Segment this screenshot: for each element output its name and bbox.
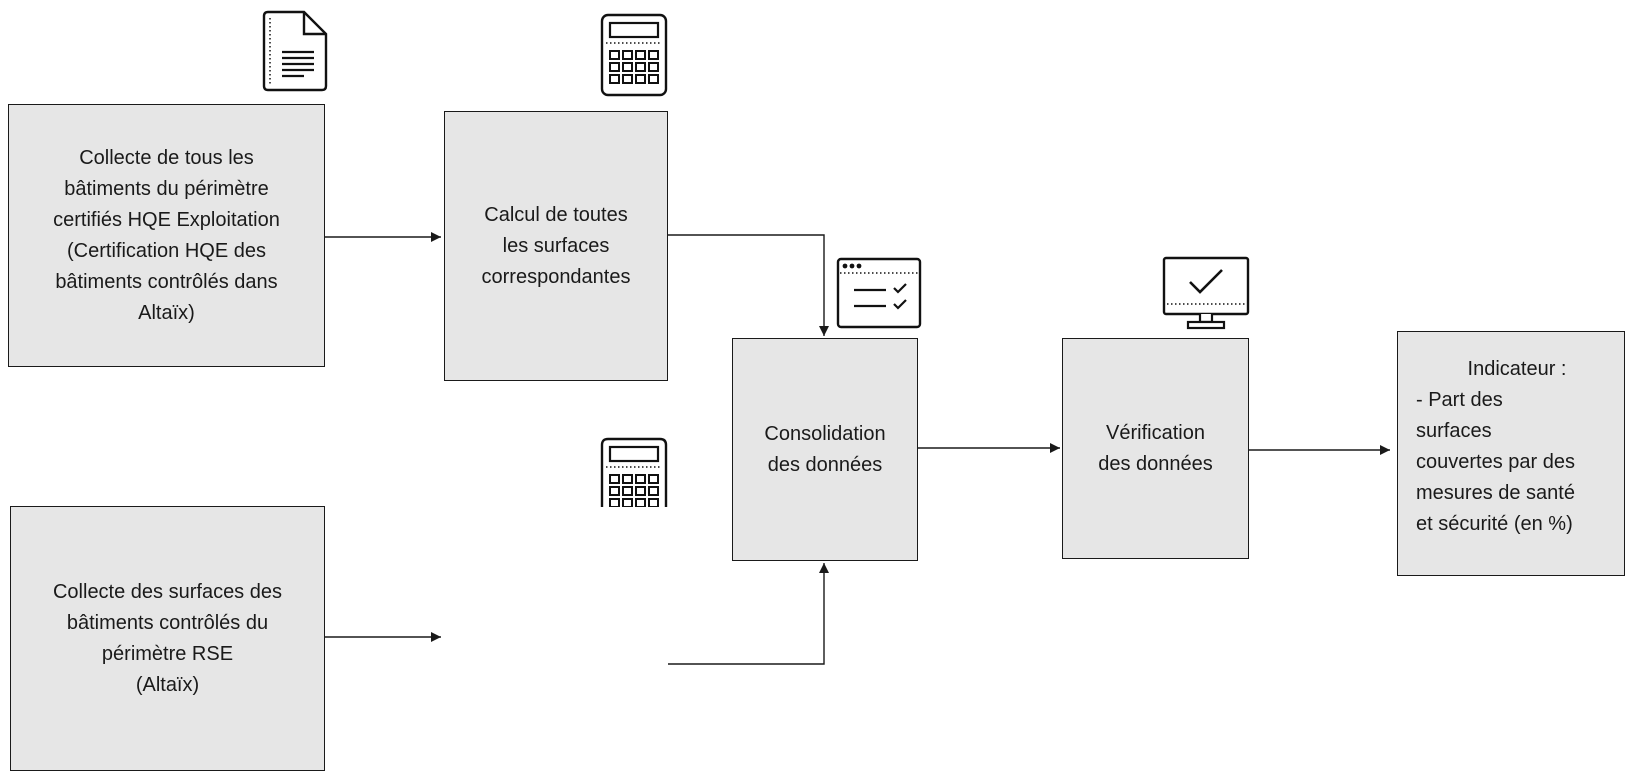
indicator-body: - Part des surfaces couvertes par des me… — [1416, 389, 1575, 535]
node-consolidation: Consolidation des données — [732, 338, 918, 561]
monitor-check-icon — [1162, 256, 1250, 330]
checklist-window-icon — [836, 257, 922, 329]
node-collect-rse-text: Collecte des surfaces des bâtiments cont… — [52, 580, 282, 696]
document-icon — [262, 10, 328, 92]
node-collect-hqe: Collecte de tous les bâtiments du périmè… — [8, 104, 325, 367]
calculator-icon — [600, 437, 668, 507]
arrow-calc-top-to-consolidation — [668, 234, 829, 336]
node-calc-top-text: Calcul de toutes les surfaces correspond… — [481, 203, 631, 288]
node-collect-rse: Collecte des surfaces des bâtiments cont… — [10, 506, 325, 771]
node-verification: Vérification des données — [1062, 338, 1249, 559]
node-collect-hqe-text: Collecte de tous les bâtiments du périmè… — [53, 146, 280, 324]
node-calc-top: Calcul de toutes les surfaces correspond… — [444, 111, 668, 381]
node-indicator: Indicateur : - Part des surfaces couvert… — [1397, 331, 1625, 576]
node-verification-text: Vérification des données — [1098, 421, 1213, 475]
arrow-calc-bottom-to-consolidation — [668, 563, 829, 665]
node-consolidation-text: Consolidation des données — [764, 422, 886, 476]
calculator-icon — [600, 13, 668, 97]
indicator-title: Indicateur : — [1467, 358, 1567, 380]
